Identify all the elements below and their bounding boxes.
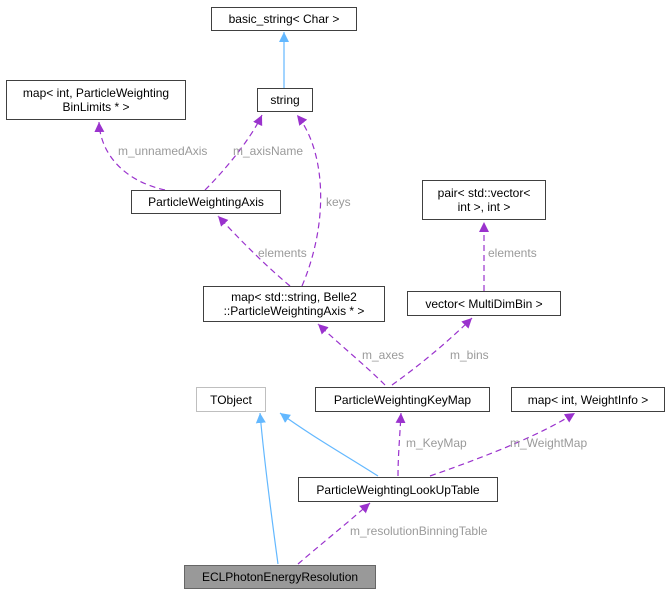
edge-m-resolution-binning-table [297,502,371,565]
label-m-keymap: m_KeyMap [406,436,467,450]
edge-elements-axis [217,215,291,287]
edge-unnamed-axis [94,121,166,191]
label-m-unnamed-axis: m_unnamedAxis [118,144,207,158]
node-particle-weighting-lookup-table[interactable]: ParticleWeightingLookUpTable [298,477,498,502]
label-m-axis-name: m_axisName [233,144,303,158]
label-m-axes: m_axes [362,348,404,362]
node-tobject[interactable]: TObject [196,387,266,412]
edge-m-weightmap [429,412,576,477]
node-map-axes[interactable]: map< std::string, Belle2 ::ParticleWeigh… [203,286,385,322]
edge-m-bins [391,317,473,386]
node-basic-string[interactable]: basic_string< Char > [211,7,357,31]
node-particle-weighting-axis[interactable]: ParticleWeightingAxis [131,190,281,214]
label-m-bins: m_bins [450,348,489,362]
node-string[interactable]: string [257,88,313,112]
edge-lookup-tobject [279,412,379,477]
edge-m-axes [317,323,386,386]
label-m-weightmap: m_WeightMap [510,436,587,450]
label-elements-pair: elements [488,246,537,260]
edge-ecl-tobject [255,412,279,565]
node-vector-multidimbin[interactable]: vector< MultiDimBin > [407,291,561,316]
label-keys: keys [326,195,351,209]
edge-axis-name [204,114,263,191]
label-elements-axis: elements [258,246,307,260]
edge-keys [296,114,322,287]
node-ecl-photon-energy-resolution[interactable]: ECLPhotonEnergyResolution [184,565,376,589]
label-m-resolution-binning-table: m_resolutionBinningTable [350,524,488,538]
edge-m-keymap [395,412,406,477]
node-pair-vector[interactable]: pair< std::vector< int >, int > [422,180,546,220]
node-map-binlimits[interactable]: map< int, ParticleWeighting BinLimits * … [6,80,186,120]
node-map-weightinfo[interactable]: map< int, WeightInfo > [511,387,665,412]
node-particle-weighting-key-map[interactable]: ParticleWeightingKeyMap [315,387,490,412]
